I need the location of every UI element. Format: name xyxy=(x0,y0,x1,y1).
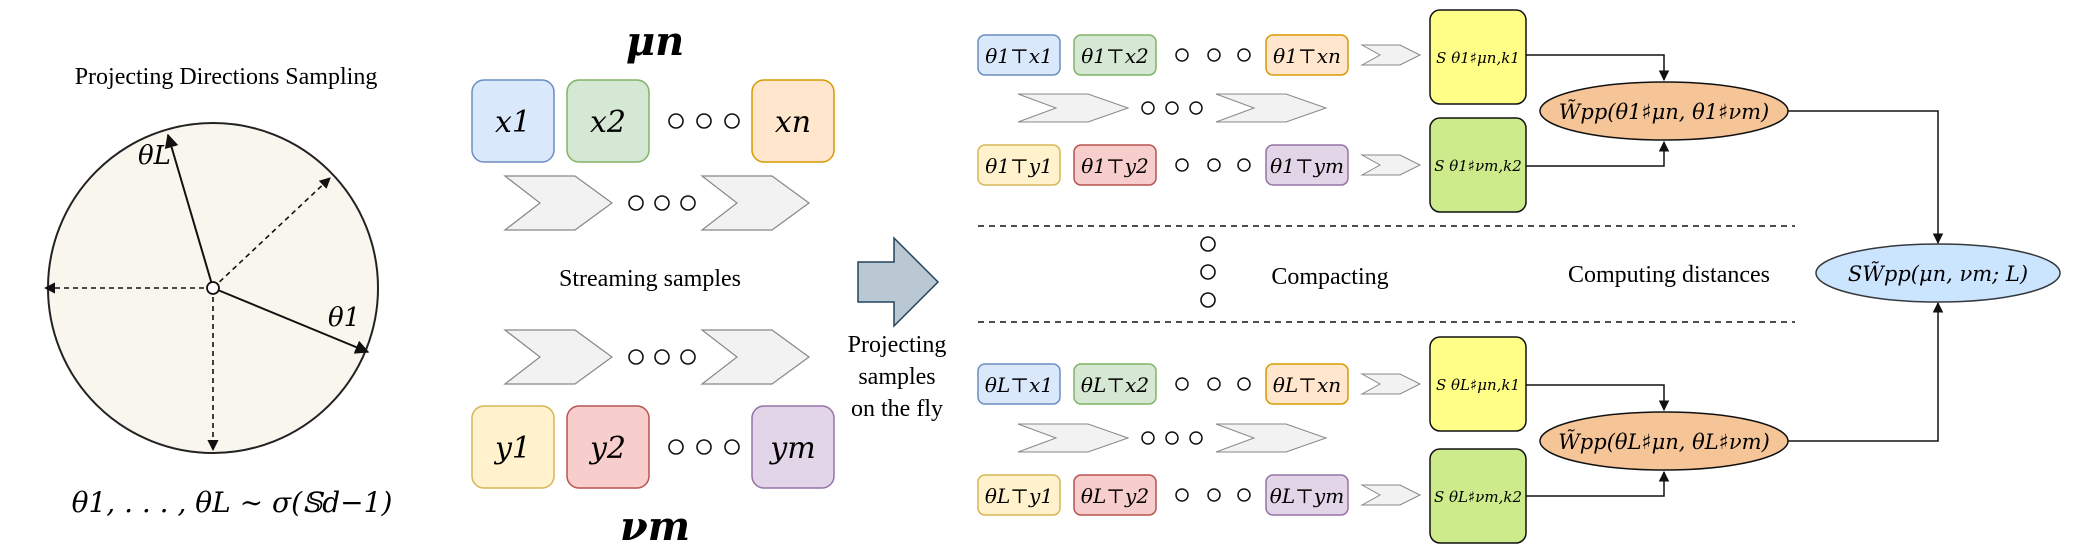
y2-label: y2 xyxy=(588,431,626,466)
t1ym-box xyxy=(1265,144,1349,186)
final-sw-ellipse xyxy=(1815,243,2061,303)
t1y2-box xyxy=(1073,144,1157,186)
t1x2-label: θ1⊤x2 xyxy=(1081,44,1149,68)
t1x1-box xyxy=(977,34,1061,76)
xn-label: xn xyxy=(775,105,811,140)
tL-stream-chevron-1 xyxy=(1017,423,1130,453)
projecting-label-line2: samples xyxy=(858,364,935,390)
theta-1-label: θ1 xyxy=(328,303,360,333)
computing-distances-label: Computing distances xyxy=(1568,262,1770,288)
final-sw-label: SW̃pp(μn, νm; L) xyxy=(1848,262,2028,286)
x2-label: x2 xyxy=(590,105,626,140)
tL-stream-chevron-2 xyxy=(1215,423,1328,453)
tLx2-label: θL⊤x2 xyxy=(1081,373,1149,397)
sampling-caption: θ1, . . . , θL ∼ σ(𝕊d−1) xyxy=(72,486,393,519)
theta-L-label: θL xyxy=(138,141,171,171)
t1x-dots xyxy=(1175,48,1251,62)
y2-box xyxy=(566,405,650,489)
tLxn-box xyxy=(1265,363,1349,405)
tLy1-label: θL⊤y1 xyxy=(985,484,1053,508)
theta-L-arrow xyxy=(164,133,214,289)
origin-point xyxy=(206,281,220,295)
tLx1-label: θL⊤x1 xyxy=(985,373,1053,397)
tLy-to-sketch-chevron xyxy=(1360,484,1422,506)
tLym-box xyxy=(1265,474,1349,516)
ym-box xyxy=(751,405,835,489)
y1-box xyxy=(471,405,555,489)
stream-chevron-x-2 xyxy=(700,175,811,231)
projecting-label-line1: Projecting xyxy=(848,332,947,358)
theta-1-arrow xyxy=(212,287,370,354)
tL-stream-dots xyxy=(1141,431,1203,445)
wL-label: W̃pp(θL♯μn, θL♯νm) xyxy=(1558,430,1770,454)
sketch-thetaL-mu-label: S θL♯μn,k1 xyxy=(1436,376,1520,394)
t1x-to-sketch-chevron xyxy=(1360,44,1422,66)
tLym-label: θL⊤ym xyxy=(1270,484,1344,508)
t1-stream-chevron-1 xyxy=(1017,93,1130,123)
t1ym-label: θ1⊤ym xyxy=(1270,154,1344,178)
left-panel-title: Projecting Directions Sampling xyxy=(75,64,378,90)
t1y-to-sketch-chevron xyxy=(1360,154,1422,176)
connector-w1-final xyxy=(1788,110,1944,245)
sketch-theta1-mu-label: S θ1♯μn,k1 xyxy=(1436,49,1520,67)
t1y1-label: θ1⊤y1 xyxy=(985,154,1053,178)
t1x1-label: θ1⊤x1 xyxy=(985,44,1053,68)
stream-chevron-y-1 xyxy=(503,329,614,385)
vertical-ellipsis-dots xyxy=(1200,236,1216,308)
sketch-theta1-mu xyxy=(1429,9,1527,105)
sketch-theta1-nu-label: S θ1♯νm,k2 xyxy=(1434,157,1522,175)
tLy-dots xyxy=(1175,488,1251,502)
connector-sLmu-wL xyxy=(1526,384,1670,412)
tLx1-box xyxy=(977,363,1061,405)
tLx2-box xyxy=(1073,363,1157,405)
tLx-to-sketch-chevron xyxy=(1360,373,1422,395)
stream-chevron-x-1 xyxy=(503,175,614,231)
tLy2-box xyxy=(1073,474,1157,516)
x1-box xyxy=(471,79,555,163)
nu-label: νm xyxy=(620,503,690,550)
mu-label: μn xyxy=(626,18,684,65)
t1xn-label: θ1⊤xn xyxy=(1273,44,1341,68)
streaming-samples-label: Streaming samples xyxy=(559,266,741,292)
y-ellipsis-dots xyxy=(668,439,740,455)
t1xn-box xyxy=(1265,34,1349,76)
t1y1-box xyxy=(977,144,1061,186)
compacting-label: Compacting xyxy=(1271,264,1388,290)
xn-box xyxy=(751,79,835,163)
t1-stream-dots xyxy=(1141,101,1203,115)
tLy2-label: θL⊤y2 xyxy=(1081,484,1149,508)
sketch-theta1-nu xyxy=(1429,117,1527,213)
t1-stream-chevron-2 xyxy=(1215,93,1328,123)
connector-sLnu-wL xyxy=(1526,470,1670,497)
t1y-dots xyxy=(1175,158,1251,172)
projecting-label-line3: on the fly xyxy=(851,396,943,422)
connector-wL-final xyxy=(1788,301,1944,442)
tLxn-label: θL⊤xn xyxy=(1273,373,1341,397)
x-ellipsis-dots xyxy=(668,113,740,129)
w1-label: W̃pp(θ1♯μn, θ1♯νm) xyxy=(1559,100,1769,124)
x2-box xyxy=(566,79,650,163)
ym-label: ym xyxy=(768,431,815,466)
sketch-thetaL-mu xyxy=(1429,336,1527,432)
connector-s1mu-w1 xyxy=(1526,54,1670,82)
t1x2-box xyxy=(1073,34,1157,76)
stream-chevron-y-2 xyxy=(700,329,811,385)
sketch-thetaL-nu-label: S θL♯νm,k2 xyxy=(1434,488,1522,506)
projecting-arrow xyxy=(857,236,940,328)
stream-dots-y xyxy=(628,349,696,365)
tLx-dots xyxy=(1175,377,1251,391)
x1-label: x1 xyxy=(495,105,531,140)
t1y2-label: θ1⊤y2 xyxy=(1081,154,1149,178)
tLy1-box xyxy=(977,474,1061,516)
connector-s1nu-w1 xyxy=(1526,140,1670,167)
stream-dots-x xyxy=(628,195,696,211)
y1-label: y1 xyxy=(493,431,531,466)
